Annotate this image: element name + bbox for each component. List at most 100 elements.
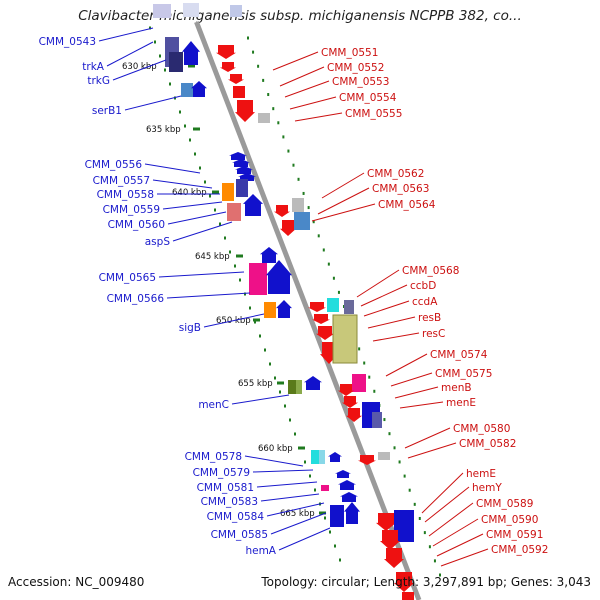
gene-label-right: CMM_0589 bbox=[476, 498, 533, 510]
guide-dot bbox=[418, 516, 421, 520]
gene-arrow-trkG bbox=[182, 41, 200, 65]
guide-dot bbox=[269, 362, 271, 366]
guide-dot bbox=[317, 234, 320, 238]
guide-dot bbox=[388, 432, 391, 436]
gene-block-0564 bbox=[294, 212, 310, 230]
connector-right bbox=[399, 401, 444, 409]
gene-label-left: menC bbox=[198, 399, 229, 411]
gene-label-right: menB bbox=[441, 382, 472, 394]
guide-dot bbox=[164, 68, 166, 72]
guide-dot bbox=[154, 40, 156, 44]
connector-left bbox=[278, 527, 331, 551]
gene-block-0559 bbox=[222, 183, 234, 201]
guide-dot bbox=[214, 208, 216, 212]
gene-label-left: CMM_0585 bbox=[211, 529, 268, 541]
guide-dot bbox=[292, 163, 295, 167]
guide-dot bbox=[363, 361, 366, 365]
connector-right bbox=[385, 353, 428, 377]
guide-dot bbox=[294, 432, 296, 436]
guide-dot bbox=[332, 276, 335, 280]
gene-label-left: trkA bbox=[82, 61, 105, 73]
guide-dot bbox=[297, 177, 300, 181]
gene-arrow-0554 bbox=[235, 100, 255, 122]
gene-block-0578 bbox=[311, 450, 319, 464]
connector-right bbox=[404, 427, 451, 449]
gene-arrow-0553 bbox=[228, 74, 244, 84]
gene-label-left: serB1 bbox=[92, 105, 122, 117]
gene-label-left: CMM_0558 bbox=[97, 189, 154, 201]
gene-arrow-0591 bbox=[394, 572, 414, 592]
guide-dot bbox=[304, 460, 306, 464]
guide-dot bbox=[329, 530, 331, 534]
connector-right bbox=[421, 472, 464, 514]
guide-dot bbox=[279, 390, 281, 394]
guide-dot bbox=[252, 50, 255, 54]
gene-arrow-resB bbox=[316, 326, 334, 340]
gene-label-right: hemY bbox=[472, 482, 502, 494]
connector-right bbox=[289, 96, 337, 110]
gene-arrow-0552 bbox=[220, 62, 236, 72]
gene-label-right: CMM_0555 bbox=[345, 108, 402, 120]
gene-arrow-0556-stack bbox=[235, 166, 253, 174]
gene-label-right: CMM_0563 bbox=[372, 183, 429, 195]
scale-tick-label: 655 kbp bbox=[238, 379, 273, 389]
connector-right bbox=[428, 502, 474, 537]
connector-left bbox=[252, 469, 314, 473]
guide-dot bbox=[234, 264, 236, 268]
gene-block-menC2 bbox=[296, 380, 302, 394]
connector-left bbox=[256, 481, 318, 488]
guide-dot bbox=[423, 531, 426, 535]
guide-dot bbox=[254, 320, 256, 324]
guide-dot bbox=[337, 290, 340, 294]
guide-dot bbox=[262, 78, 265, 82]
guide-dot bbox=[408, 488, 411, 492]
gene-label-right: CMM_0574 bbox=[430, 349, 488, 361]
gene-label-left: hemA bbox=[245, 545, 276, 557]
gene-label-left: aspS bbox=[145, 236, 171, 248]
guide-dot bbox=[314, 488, 316, 492]
gene-block-0565 bbox=[249, 263, 267, 295]
connector-left bbox=[244, 455, 304, 467]
gene-label-right: CMM_0553 bbox=[332, 76, 389, 88]
scale-tick-label: 640 kbp bbox=[172, 188, 207, 198]
guide-dot bbox=[428, 545, 431, 549]
gene-arrow-0583 bbox=[338, 480, 356, 490]
gene-label-left: CMM_0584 bbox=[207, 511, 265, 523]
guide-dot bbox=[339, 558, 341, 562]
gene-block-menE2 bbox=[372, 412, 382, 428]
guide-dot bbox=[309, 474, 311, 478]
gene-label-right: CMM_0591 bbox=[486, 529, 543, 541]
gene-arrow-sigB bbox=[276, 300, 292, 318]
guide-dot bbox=[358, 347, 361, 351]
accession-text: Accession: NC_009480 bbox=[8, 575, 145, 589]
gene-arrow-0551 bbox=[216, 45, 236, 59]
scale-tick-label: 630 kbp bbox=[122, 62, 157, 72]
guide-dot bbox=[327, 262, 330, 266]
connector-layer bbox=[98, 27, 489, 567]
gene-block-0563 bbox=[292, 198, 304, 212]
connector-left bbox=[124, 95, 182, 111]
guide-dot bbox=[244, 292, 246, 296]
gene-block-0582 bbox=[378, 452, 390, 460]
scale-tick-label: 665 kbp bbox=[280, 509, 315, 519]
gene-block-resC bbox=[344, 300, 354, 314]
guide-dot bbox=[284, 404, 286, 408]
gene-label-right: CMM_0562 bbox=[367, 168, 424, 180]
guide-dot bbox=[373, 389, 376, 393]
connector-left bbox=[260, 493, 320, 502]
connector-left bbox=[158, 271, 245, 278]
connector-right bbox=[284, 80, 330, 98]
gene-label-right: CMM_0554 bbox=[339, 92, 397, 104]
guide-dot bbox=[184, 124, 186, 128]
connector-left bbox=[112, 59, 167, 81]
gene-label-right: ccdA bbox=[412, 296, 438, 308]
connector-left bbox=[270, 512, 327, 535]
connector-left bbox=[172, 221, 233, 242]
guide-dot bbox=[383, 418, 386, 422]
gene-arrow-0589 bbox=[380, 530, 400, 550]
gene-arrow-menE bbox=[346, 408, 362, 422]
backbone-layer bbox=[194, 21, 422, 600]
guide-dot bbox=[169, 82, 171, 86]
gene-label-right: resC bbox=[422, 328, 445, 340]
